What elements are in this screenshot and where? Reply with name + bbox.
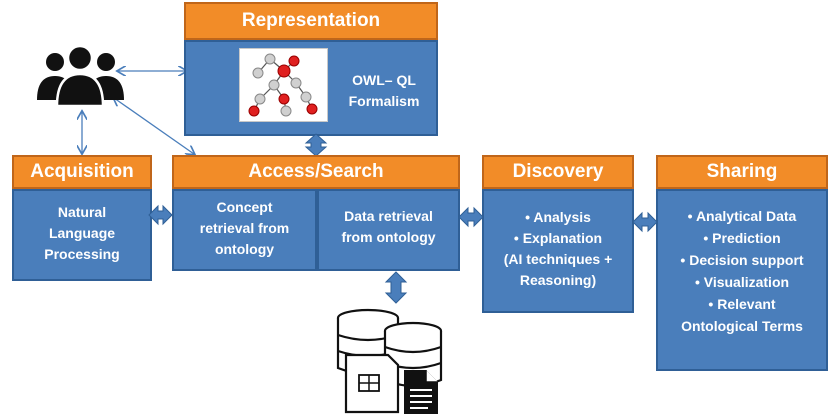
representation-text-line1: OWL– QL [352, 72, 416, 88]
sharing-item-2: • Prediction [703, 230, 781, 246]
data-retrieval-line-2: from ontology [341, 229, 436, 245]
acquisition-title: Acquisition [12, 155, 152, 189]
users-access-link [114, 98, 194, 154]
sharing-item-6: Ontological Terms [681, 318, 803, 334]
representation-title: Representation [184, 2, 438, 40]
sharing-item-3: • Decision support [680, 252, 804, 268]
sharing-item-4: • Visualization [694, 274, 790, 290]
discovery-item-3: (AI techniques + [503, 251, 613, 267]
acquisition-line-2: Language [48, 225, 116, 241]
access-right-body [317, 189, 460, 271]
acquisition-body [12, 189, 152, 281]
sharing-title: Sharing [656, 155, 828, 189]
sharing-item-1: • Analytical Data [687, 208, 797, 224]
discovery-item-4: Reasoning) [519, 272, 597, 288]
concept-retrieval-line-2: retrieval from [199, 220, 290, 236]
concept-retrieval-line-3: ontology [214, 241, 275, 257]
concept-retrieval-line-1: Concept [216, 199, 273, 215]
acquisition-line-1: Natural [57, 204, 107, 220]
sharing-item-5: • Relevant [708, 296, 776, 312]
acquisition-line-3: Processing [44, 246, 120, 262]
discovery-body [482, 189, 634, 313]
discovery-item-1: • Analysis [525, 209, 591, 225]
discovery-title: Discovery [482, 155, 634, 189]
access-left-body [172, 189, 317, 271]
sharing-body [656, 189, 828, 371]
data-retrieval-line-1: Data retrieval [344, 208, 433, 224]
ontology-graph-icon [239, 48, 328, 122]
access-search-title: Access/Search [172, 155, 460, 189]
representation-text-line2: Formalism [348, 93, 420, 109]
discovery-item-2: • Explanation [513, 230, 603, 246]
